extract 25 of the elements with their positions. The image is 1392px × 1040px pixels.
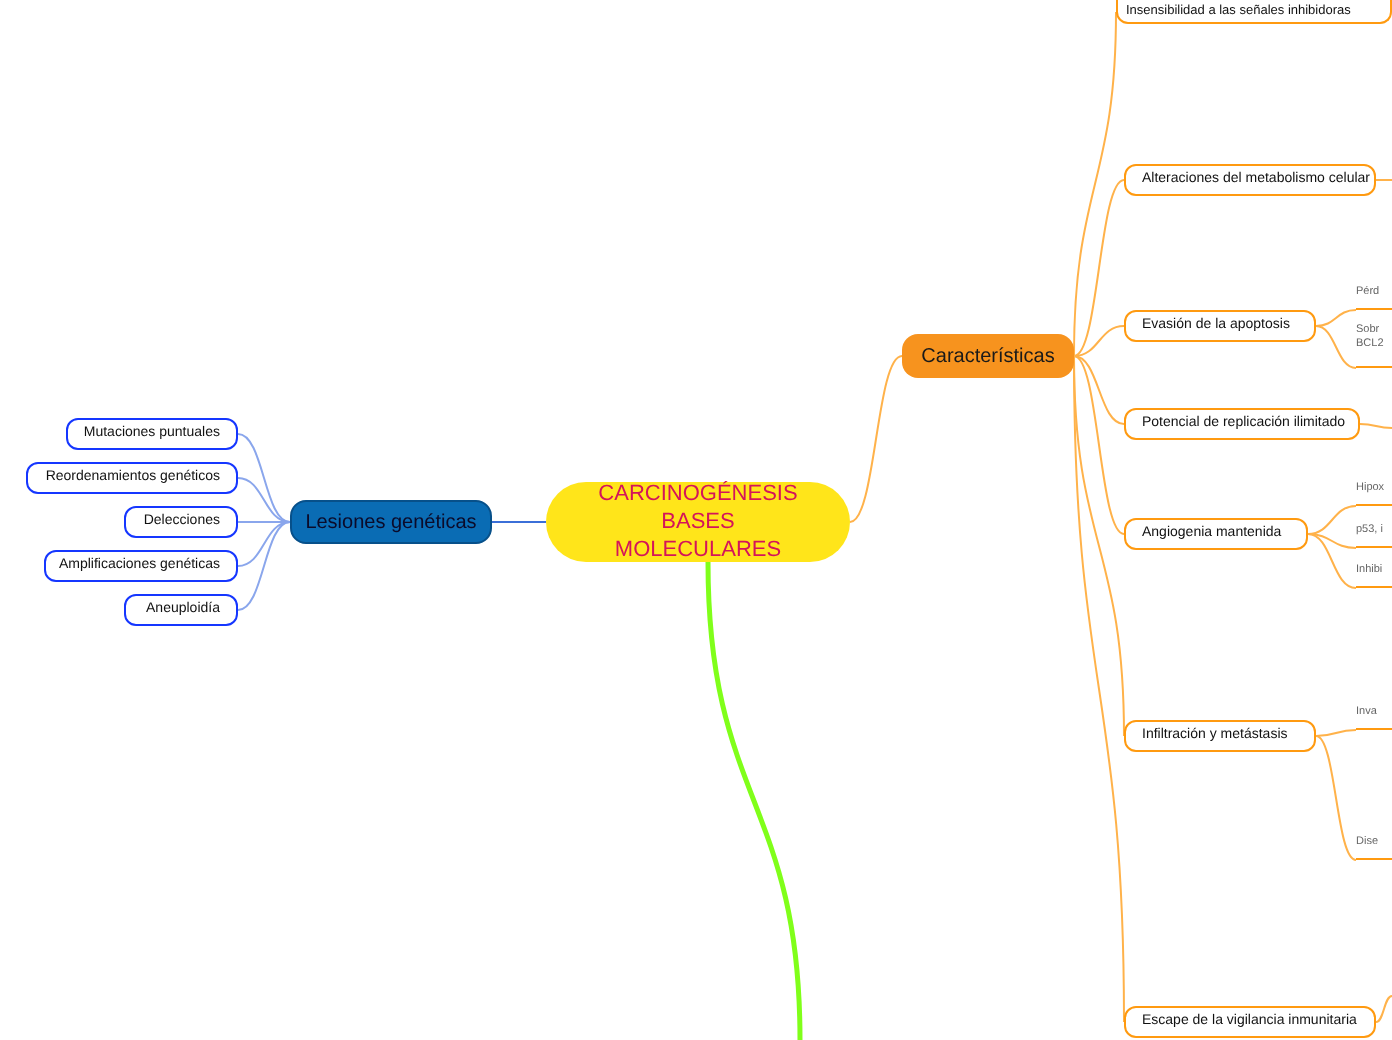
connector-line <box>1307 533 1357 549</box>
connector-line <box>1073 355 1125 425</box>
central-topic: CARCINOGÉNESIS BASES MOLECULARES <box>546 482 850 562</box>
connector-line <box>1315 309 1357 327</box>
connector-line <box>1307 533 1357 589</box>
connector-line <box>1315 729 1357 737</box>
connector-line <box>1073 325 1125 357</box>
connector-line <box>1375 995 1392 1023</box>
connector-line <box>849 355 903 523</box>
topic-box: Lesiones genéticas <box>290 500 492 544</box>
connector-line <box>705 561 803 1040</box>
connector-line <box>237 477 291 523</box>
topic-box: Características <box>902 334 1074 378</box>
connector-line <box>1307 505 1357 535</box>
connector-line <box>237 521 291 611</box>
connector-line <box>1375 179 1392 181</box>
connector-line <box>1073 355 1125 535</box>
connector-line <box>237 521 291 567</box>
connector-line <box>1073 179 1125 357</box>
connector-line <box>1315 325 1357 369</box>
connector-line <box>1073 11 1117 357</box>
connector-line <box>237 433 291 523</box>
connector-line <box>1359 423 1392 429</box>
connector-line <box>491 521 547 523</box>
connector-line <box>1315 735 1357 861</box>
